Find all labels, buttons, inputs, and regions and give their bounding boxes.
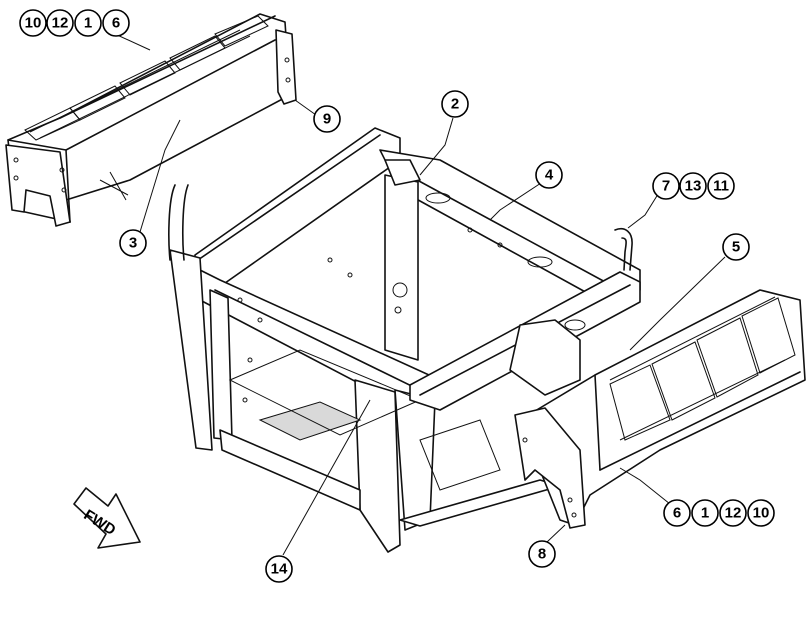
callout-9: 9 [313, 105, 341, 133]
left-fender-assembly [5, 13, 297, 227]
callout-14: 14 [265, 555, 293, 583]
svg-text:11: 11 [713, 178, 729, 195]
callout-3: 3 [119, 229, 147, 257]
callout-6-bottom: 6 [663, 499, 691, 527]
svg-text:9: 9 [323, 111, 331, 128]
svg-text:10: 10 [753, 505, 770, 522]
callout-1-top: 1 [74, 9, 102, 37]
svg-text:5: 5 [732, 239, 740, 256]
right-fender-assembly [514, 228, 806, 529]
callout-11: 11 [707, 172, 735, 200]
callout-6-top: 6 [102, 9, 130, 37]
leader-lines [114, 33, 726, 556]
forward-arrow: FWD [73, 487, 141, 549]
callout-4: 4 [535, 161, 563, 189]
svg-text:13: 13 [685, 178, 702, 195]
callout-10-bottom: 10 [747, 499, 775, 527]
callout-10-top: 10 [19, 9, 47, 37]
front-cross-beam [409, 271, 641, 411]
callout-12-bottom: 12 [719, 499, 747, 527]
svg-text:6: 6 [673, 505, 681, 522]
svg-text:1: 1 [84, 15, 92, 32]
svg-text:2: 2 [451, 96, 459, 113]
svg-text:14: 14 [271, 561, 288, 578]
svg-text:1: 1 [701, 505, 709, 522]
svg-text:12: 12 [52, 15, 69, 32]
callout-12-top: 12 [46, 9, 74, 37]
callout-8: 8 [528, 540, 556, 568]
callout-13: 13 [679, 172, 707, 200]
svg-text:8: 8 [538, 546, 546, 563]
svg-text:4: 4 [545, 167, 554, 184]
svg-text:10: 10 [25, 15, 42, 32]
svg-text:12: 12 [725, 505, 742, 522]
callout-2: 2 [441, 90, 469, 118]
svg-text:7: 7 [662, 178, 670, 195]
callout-5: 5 [722, 233, 750, 261]
svg-text:3: 3 [129, 235, 137, 252]
callout-7: 7 [652, 172, 680, 200]
svg-text:6: 6 [112, 15, 120, 32]
callout-1-bottom: 1 [691, 499, 719, 527]
